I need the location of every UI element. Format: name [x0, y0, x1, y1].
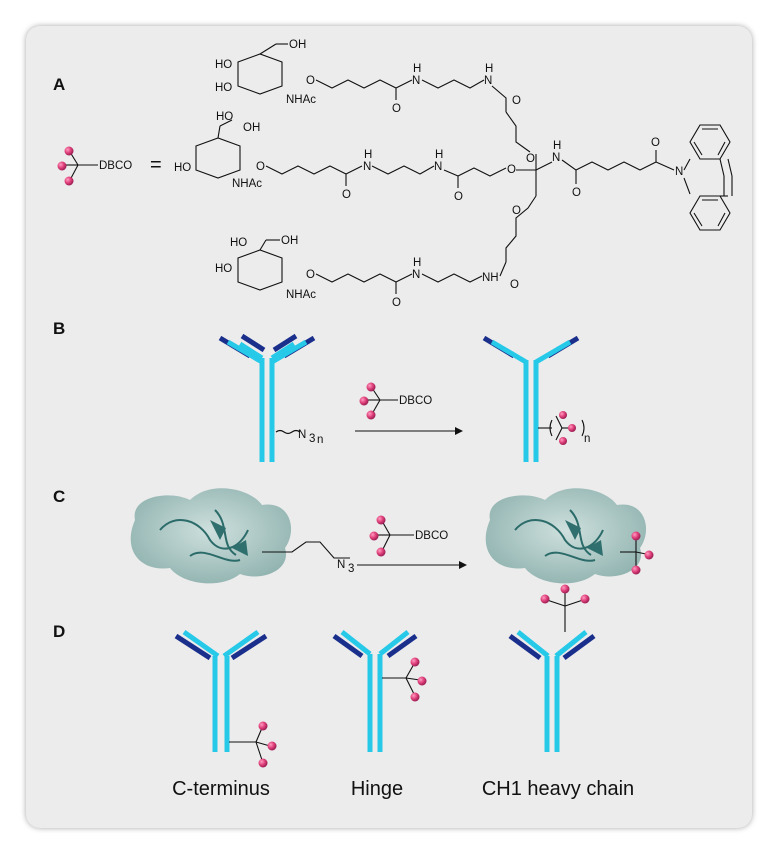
n-b-right-sub: n [584, 433, 590, 445]
ho-bot: HO [215, 263, 232, 275]
central-core-and-linker: N H O O N [535, 137, 683, 199]
ho-mid: HO [174, 162, 191, 174]
oh-mid: OH [243, 122, 260, 134]
dbco-text-c: DBCO [415, 530, 448, 542]
azide-c-sub: 3 [348, 563, 354, 575]
equals-sign: = [150, 154, 162, 176]
glycan-arm-bottom: O HO OH HO NHAc O O N H NH O [215, 195, 537, 309]
dbco-text-b: DBCO [399, 395, 432, 407]
o-mid: O [256, 161, 265, 173]
nh-bot-2: NH [482, 272, 499, 284]
o-mid-carbonyl: O [342, 189, 351, 201]
o-linker-carbonyl: O [572, 187, 581, 199]
n-bot-1: N [412, 269, 420, 281]
protein-c-left: N 3 [130, 488, 354, 584]
n-b-sub: n [317, 434, 323, 446]
o-dbco-carbonyl: O [651, 137, 660, 149]
oh-bot: OH [281, 235, 298, 247]
o-mid-carbonyl-2: O [454, 191, 463, 203]
ho-top-2: HO [215, 82, 232, 94]
nhac-top: NHAc [286, 94, 316, 106]
h-top-1: H [413, 63, 421, 75]
antibody-d-cterminus [174, 629, 277, 768]
h-mid-1: H [364, 149, 372, 161]
glycan-arm-top: OH HO HO NHAc O O N H N H O O [215, 39, 535, 165]
label-b: B [53, 319, 65, 338]
h-top-2: H [485, 63, 493, 75]
protein-c-right [485, 488, 654, 584]
trivalent-dbco-symbol-a: DBCO [57, 146, 132, 186]
n-top-1: N [412, 75, 420, 87]
dbco-text-a: DBCO [99, 160, 132, 172]
caption-c-terminus: C-terminus [172, 778, 270, 800]
antibody-d-ch1 [508, 584, 596, 752]
oh-top: OH [289, 39, 306, 51]
nhac-mid: NHAc [232, 178, 262, 190]
label-a: A [53, 75, 65, 94]
label-c: C [53, 487, 65, 506]
caption-hinge: Hinge [351, 778, 403, 800]
n-dbco: N [675, 166, 683, 178]
figure-panel [26, 26, 752, 828]
azide-c: N [337, 559, 345, 571]
azide-b-sub: 3 [309, 433, 315, 445]
o-bot-ether: O [512, 205, 521, 217]
o-top-ether: O [526, 153, 535, 165]
antibody-b-right: n [482, 335, 590, 462]
n-mid-2: N [434, 161, 442, 173]
h-bot-1: H [413, 257, 421, 269]
nhac-bot: NHAc [286, 289, 316, 301]
o-bot: O [306, 269, 315, 281]
ho-mid-top: HO [216, 111, 233, 123]
reaction-arrow-c: DBCO [357, 515, 467, 569]
caption-ch1-heavy-chain: CH1 heavy chain [482, 778, 634, 800]
antibody-d-hinge [332, 630, 427, 752]
o-bot-carbonyl-2: O [510, 279, 519, 291]
ho-top-1: HO [215, 59, 232, 71]
ho-bot-top: HO [230, 237, 247, 249]
o-mid-ether: O [507, 164, 516, 176]
o-top: O [306, 75, 315, 87]
dbco-ring [683, 124, 733, 231]
h-mid-2: H [435, 149, 443, 161]
n-linker: N [552, 152, 560, 164]
azide-b: N [298, 429, 306, 441]
o-top-carbonyl: O [392, 103, 401, 115]
n-top-2: N [484, 75, 492, 87]
antibody-b-left: N 3 n [218, 333, 323, 462]
n-mid-1: N [363, 161, 371, 173]
label-d: D [53, 622, 65, 641]
o-top-carbonyl-2: O [512, 95, 521, 107]
glycan-arm-middle: HO OH HO NHAc O O N H N H O O [174, 111, 536, 203]
o-bot-carbonyl: O [392, 297, 401, 309]
reaction-arrow-b: DBCO [355, 382, 463, 435]
h-linker: H [553, 140, 561, 152]
